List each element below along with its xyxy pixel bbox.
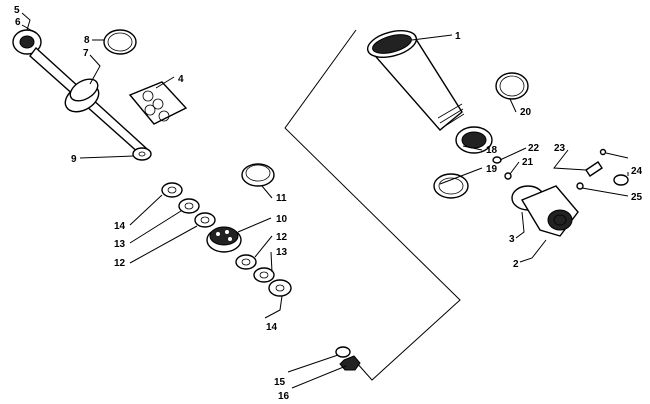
shaft-assembly	[12, 29, 152, 161]
callout-6: 6	[15, 17, 21, 28]
shim-washers-left	[161, 182, 216, 228]
callout-23: 24	[631, 166, 643, 177]
assembly-outline	[284, 29, 461, 381]
callout-22: 23	[554, 143, 566, 154]
callout-11: 11	[276, 193, 287, 204]
piston-parts	[206, 163, 275, 253]
callout-14-left: 14	[114, 221, 126, 232]
callout-2: 2	[513, 259, 519, 270]
callout-12-left: 12	[114, 258, 126, 269]
callout-21: 22	[528, 143, 540, 154]
callout-12-right: 12	[276, 232, 288, 243]
seal-head	[433, 72, 529, 199]
callout-14-right: 14	[266, 322, 278, 333]
valve-parts	[576, 148, 629, 190]
callout-8: 8	[84, 35, 90, 46]
shock-body	[366, 30, 465, 131]
callout-4: 4	[178, 74, 184, 85]
callout-19: 20	[520, 107, 532, 118]
body-end-cap	[511, 185, 579, 237]
callout-15: 15	[274, 377, 286, 388]
callout-5: 5	[14, 5, 20, 16]
callout-3: 3	[509, 234, 515, 245]
callout-13-right: 13	[276, 247, 288, 258]
leader-lines	[21, 12, 629, 389]
callout-9: 9	[71, 154, 77, 165]
callout-20: 21	[522, 157, 534, 168]
callout-17: 18	[486, 145, 498, 156]
callout-10: 10	[276, 214, 288, 225]
callout-labels: 5 6 8 7 4 9 14 13 12 11 10 12 13 14 15 1…	[14, 5, 643, 402]
callout-7: 7	[83, 48, 89, 59]
callout-24: 25	[631, 192, 643, 203]
callout-1: 1	[455, 31, 461, 42]
shim-kit	[128, 81, 188, 125]
callout-16: 16	[278, 391, 290, 402]
nut-and-washer	[335, 346, 361, 371]
callout-18: 19	[486, 164, 498, 175]
shim-washers-right	[235, 254, 292, 297]
callout-13-left: 13	[114, 239, 126, 250]
